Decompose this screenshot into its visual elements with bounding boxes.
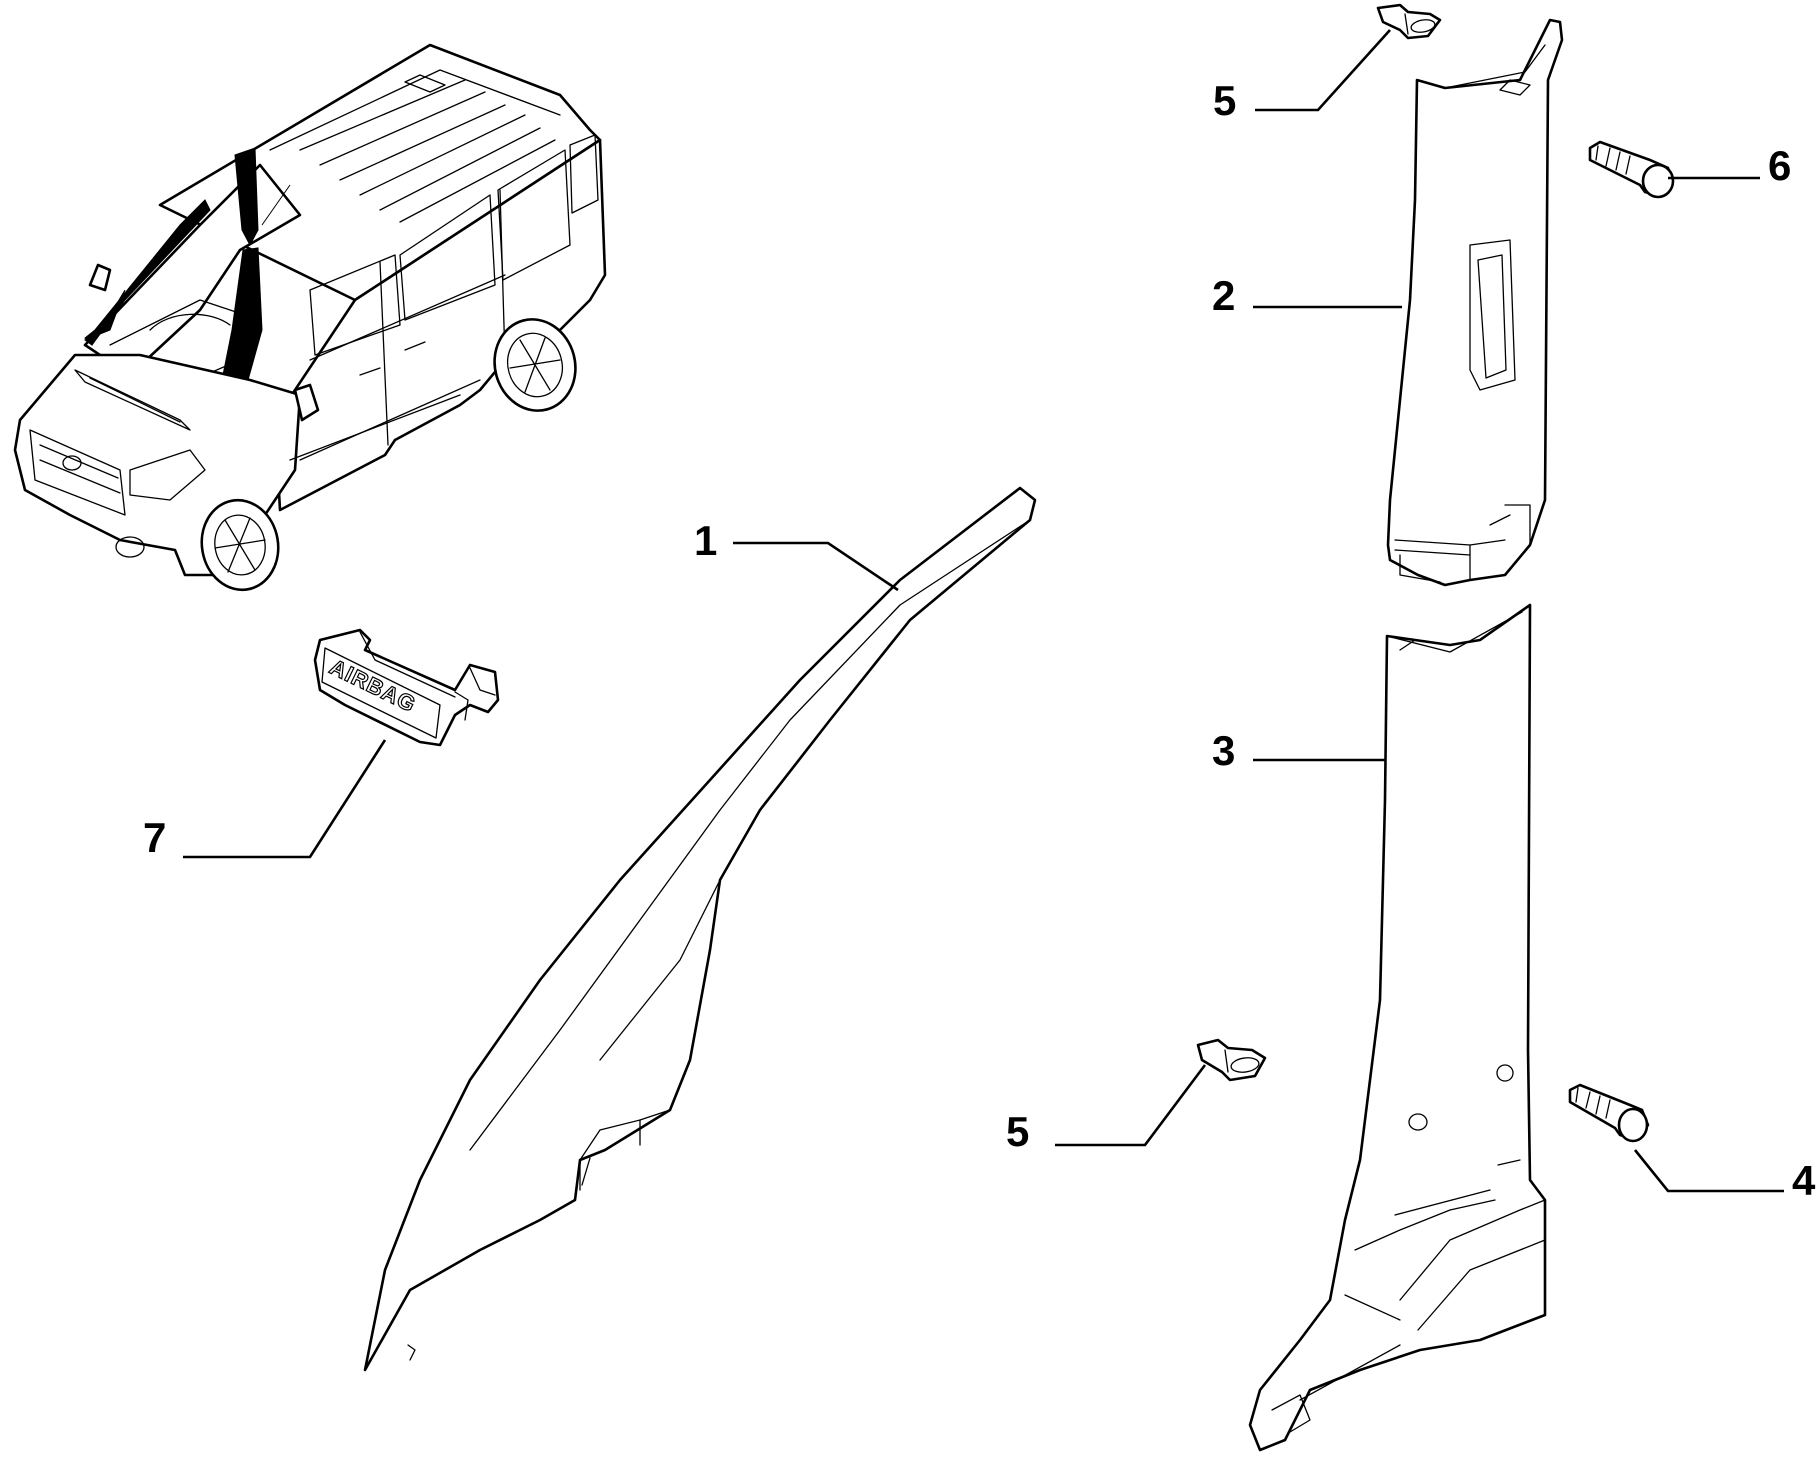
callout-4: 4 (1792, 1157, 1816, 1204)
clip-upper-part (1376, 3, 1442, 40)
leader-line-5b (1055, 1064, 1207, 1147)
screw-lower-part (1568, 1083, 1650, 1143)
callout-3: 3 (1212, 727, 1235, 774)
callout-5-upper: 5 (1213, 77, 1236, 124)
leader-line-1 (733, 541, 899, 592)
lower-b-pillar-trim-part (1248, 603, 1547, 1452)
callout-2: 2 (1212, 272, 1235, 319)
upper-b-pillar-trim-part (1386, 18, 1564, 587)
clip-lower-part (1196, 1038, 1267, 1082)
leader-line-4 (1633, 1149, 1784, 1193)
callout-6: 6 (1768, 142, 1791, 189)
vehicle-locator-illustration (13, 43, 607, 592)
airbag-cover-part: AIRBAG (313, 628, 500, 747)
callout-5-lower: 5 (1006, 1108, 1029, 1155)
leader-lines (183, 29, 1784, 1193)
callout-1: 1 (694, 517, 717, 564)
a-pillar-trim-part (363, 486, 1037, 1372)
leader-line-5a (1255, 29, 1391, 112)
callout-7: 7 (143, 814, 166, 861)
screw-upper-part (1588, 140, 1675, 199)
callout-numbers: 1 2 3 4 5 5 6 7 (143, 77, 1816, 1204)
leader-line-7 (183, 739, 387, 859)
